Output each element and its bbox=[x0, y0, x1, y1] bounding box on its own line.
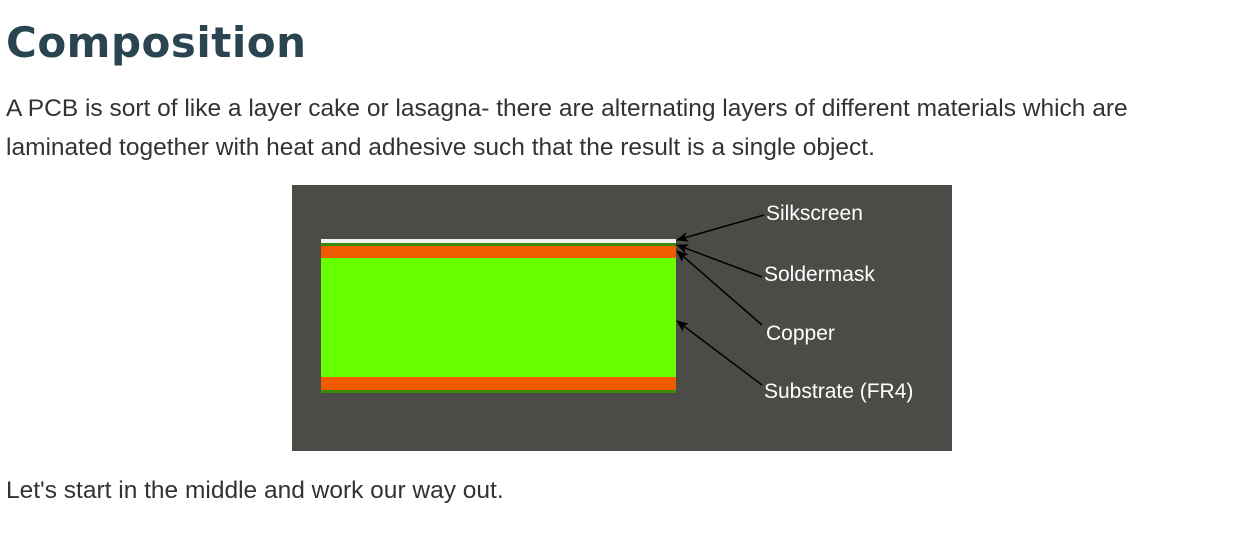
pcb-layers-drawing bbox=[321, 214, 765, 393]
outro-paragraph: Let's start in the middle and work our w… bbox=[6, 477, 504, 504]
section-heading: Composition bbox=[6, 18, 307, 67]
label-silkscreen: Silkscreen bbox=[766, 202, 863, 225]
arrow-soldermask bbox=[676, 244, 763, 278]
arrow-copper bbox=[676, 250, 763, 326]
substrate-layer bbox=[321, 258, 676, 377]
intro-paragraph: A PCB is sort of like a layer cake or la… bbox=[6, 95, 1128, 161]
arrow-silkscreen bbox=[676, 214, 765, 242]
label-substrate: Substrate (FR4) bbox=[764, 380, 914, 403]
label-soldermask: Soldermask bbox=[764, 263, 875, 286]
soldermask-top-layer bbox=[321, 246, 676, 258]
label-copper: Copper bbox=[766, 322, 835, 345]
silkscreen-layer bbox=[321, 239, 676, 243]
soldermask-bottom-layer bbox=[321, 377, 676, 390]
pcb-layers-diagram: Silkscreen Soldermask Copper Substrate (… bbox=[292, 185, 952, 451]
arrow-substrate bbox=[676, 320, 763, 386]
